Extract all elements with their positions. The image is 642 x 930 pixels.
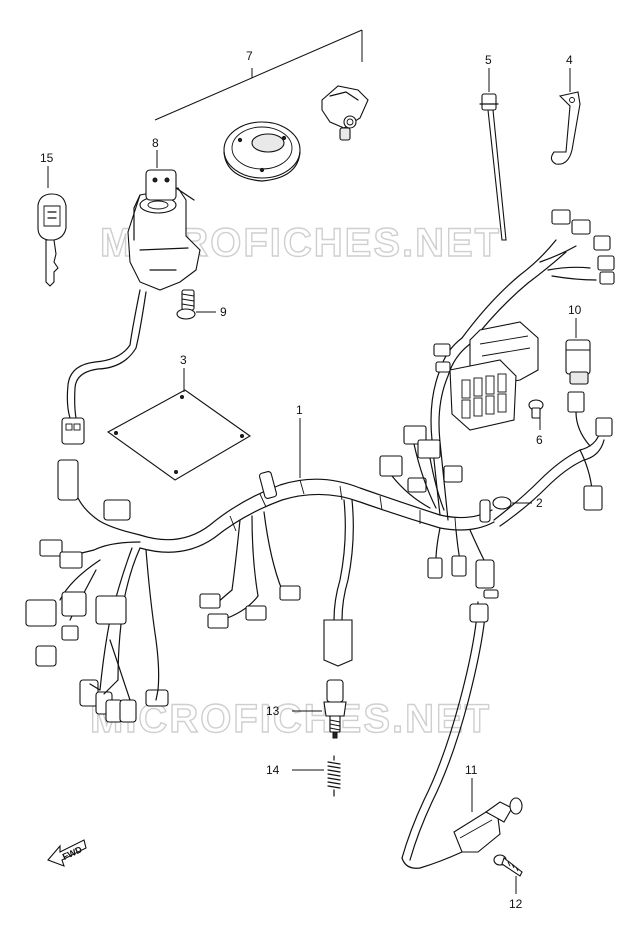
ignition-switch (127, 169, 201, 291)
label-part-4: 4 (566, 53, 573, 67)
cable-tie (479, 93, 507, 241)
label-part-7: 7 (246, 49, 253, 63)
side-stand-switch (401, 601, 523, 869)
label-part-10: 10 (568, 303, 582, 317)
screw-12 (493, 854, 523, 877)
harness-clamp (492, 496, 512, 510)
label-part-6: 6 (536, 433, 543, 447)
label-part-12: 12 (509, 897, 523, 911)
label-part-3: 3 (180, 353, 187, 367)
key (37, 193, 67, 287)
ignition-cable (61, 289, 147, 445)
label-part-14: 14 (266, 763, 280, 777)
label-part-5: 5 (485, 53, 492, 67)
spring (327, 755, 341, 797)
screw-9 (176, 289, 196, 320)
main-wiring-harness (25, 209, 615, 723)
seat-lock (321, 85, 369, 141)
clamp-bracket (550, 91, 581, 165)
label-part-15: 15 (40, 151, 54, 165)
fuel-cap (223, 121, 301, 182)
label-part-1: 1 (296, 403, 303, 417)
neutral-switch (323, 679, 347, 739)
label-part-2: 2 (536, 496, 543, 510)
label-part-11: 11 (465, 763, 478, 777)
insulation-sheet (106, 389, 252, 481)
part-7-leader (154, 29, 363, 121)
label-part-9: 9 (220, 305, 227, 319)
label-part-13: 13 (266, 704, 280, 718)
relay (565, 339, 591, 385)
label-part-8: 8 (152, 136, 159, 150)
fwd-arrow-icon: FWD (47, 839, 87, 867)
bolt-6 (528, 399, 544, 419)
